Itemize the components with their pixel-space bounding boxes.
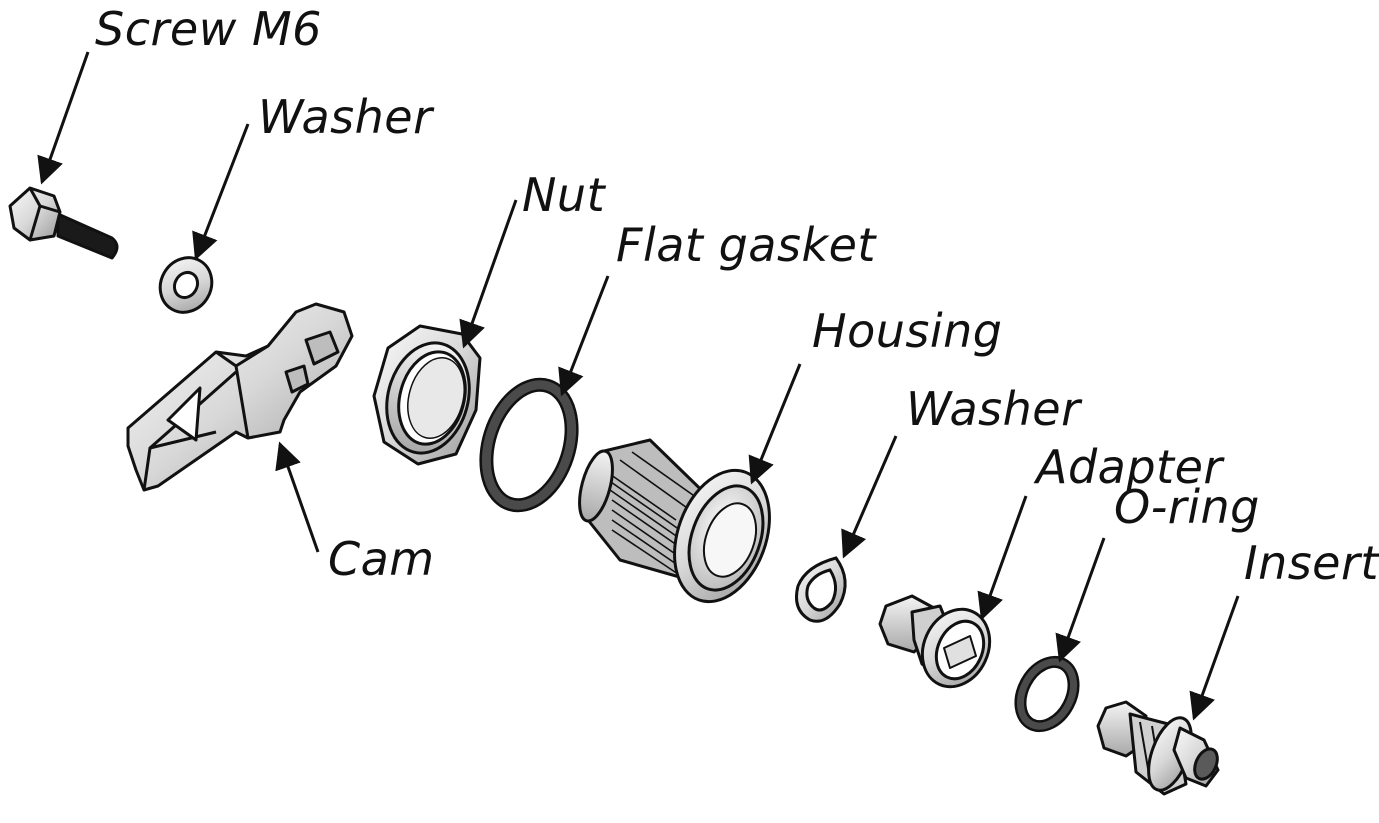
- cam-part: [126, 302, 354, 492]
- leader-housing: [748, 363, 802, 485]
- label-screw-m6: Screw M6: [95, 2, 322, 56]
- leader-lines: [37, 51, 1240, 721]
- label-housing: Housing: [812, 304, 1003, 358]
- label-o-ring: O-ring: [1114, 480, 1260, 534]
- housing-part: [578, 438, 771, 604]
- label-cam: Cam: [328, 532, 435, 586]
- o-ring-part: [1014, 655, 1080, 733]
- washer-1-part: [158, 256, 214, 314]
- leader-insert: [1189, 595, 1240, 721]
- adapter-part: [878, 594, 992, 689]
- screw-part: [8, 186, 119, 260]
- label-adapter: Adapter: [1036, 440, 1223, 494]
- leader-washer-2: [841, 435, 898, 559]
- label-nut: Nut: [522, 168, 606, 222]
- washer-2-part: [795, 556, 847, 623]
- label-insert: Insert: [1244, 536, 1379, 590]
- flat-gasket-part: [479, 377, 579, 513]
- label-flat-gasket: Flat gasket: [616, 218, 876, 272]
- leader-o-ring: [1055, 537, 1106, 663]
- label-washer-2: Washer: [906, 382, 1081, 436]
- nut-part: [372, 324, 482, 466]
- label-washer-1: Washer: [258, 90, 433, 144]
- leader-nut: [459, 199, 518, 349]
- leader-washer-1: [192, 123, 250, 261]
- leader-adapter: [977, 495, 1028, 621]
- leader-flat-gasket: [558, 275, 610, 397]
- leader-cam: [275, 441, 320, 553]
- leader-screw: [37, 51, 90, 185]
- insert-part: [1096, 700, 1220, 796]
